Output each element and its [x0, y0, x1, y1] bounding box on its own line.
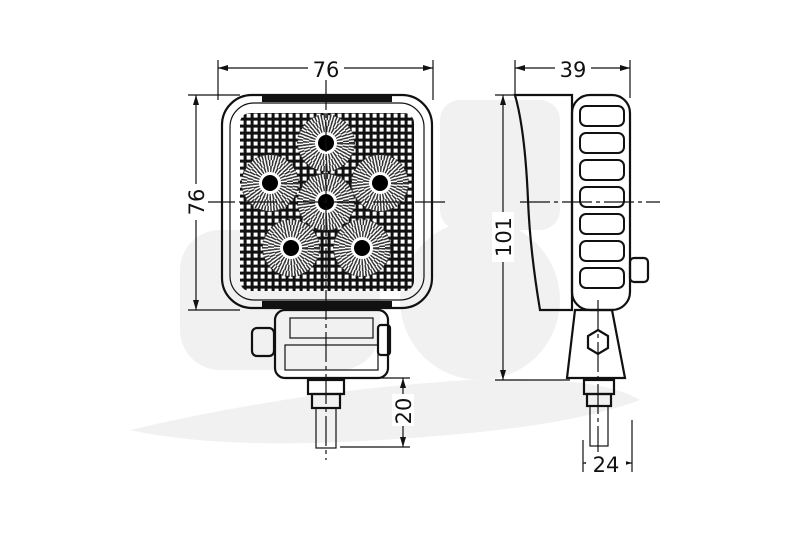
led-lens [241, 154, 299, 212]
cooling-fin [579, 132, 625, 154]
dimension-front-height: 76 [184, 94, 240, 311]
led-chip [262, 175, 278, 191]
led-lens [351, 154, 409, 212]
cooling-fin [579, 267, 625, 289]
dimension-side-depth: 39 [514, 56, 631, 98]
dimension-label-bolt-length: 20 [392, 398, 416, 425]
dimension-label-front-height: 76 [185, 189, 209, 216]
led-array [241, 114, 409, 277]
led-chip [372, 175, 388, 191]
dimension-front-width: 76 [217, 56, 434, 100]
cooling-fin [579, 186, 625, 208]
led-chip [354, 240, 370, 256]
led-chip [283, 240, 299, 256]
dimension-label-side-depth: 39 [560, 58, 587, 82]
dimension-side-height: 101 [492, 94, 570, 381]
dimension-label-bracket-width: 24 [593, 453, 620, 477]
cooling-fin [579, 105, 625, 127]
cooling-fins [579, 105, 625, 289]
cooling-fin [579, 240, 625, 262]
led-lens [333, 219, 391, 277]
dimension-label-front-width: 76 [313, 58, 340, 82]
dimension-bolt-length: 20 [340, 377, 416, 448]
cooling-fin [579, 213, 625, 235]
led-lens [262, 219, 320, 277]
cooling-fin [579, 159, 625, 181]
dimension-label-side-height: 101 [492, 217, 516, 257]
dimension-bracket-width: 24 [582, 420, 633, 477]
